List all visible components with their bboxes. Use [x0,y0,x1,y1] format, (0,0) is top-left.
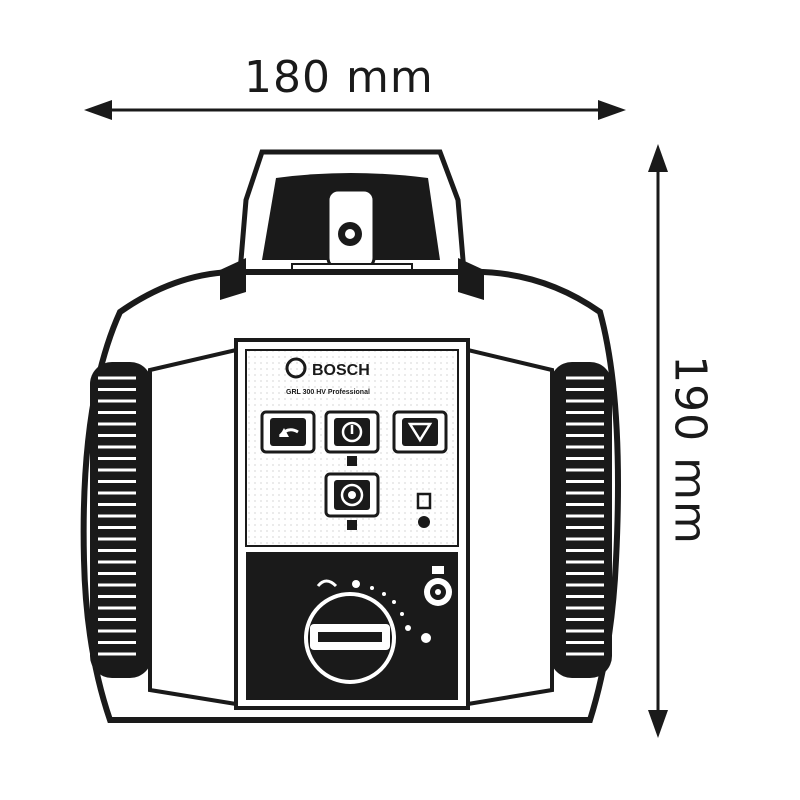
rotating-head [235,149,469,299]
brand-label: BOSCH [312,362,370,379]
dial-scale [316,579,431,643]
tilt-led [347,520,357,530]
width-dimension-label: 180 mm [244,52,434,103]
unlock-icon [421,633,431,643]
battery-led [418,516,430,528]
transport-lock-icon [316,579,338,588]
left-grip [90,362,152,678]
tilt-button[interactable] [324,472,380,518]
height-dimension-arrow [648,144,668,738]
power-led [347,456,357,466]
power-button[interactable] [324,410,380,454]
width-dimension-arrow [84,100,626,120]
shield-down-icon [407,422,433,443]
rotate-button[interactable] [260,410,316,454]
battery-icon [416,492,432,510]
power-icon [341,421,363,443]
mode-dial[interactable] [304,592,396,684]
tilt-icon [340,483,364,507]
rotate-arrow-icon [278,428,299,437]
jack-socket[interactable] [424,566,452,606]
bosch-logo-icon [285,357,307,379]
shield-button[interactable] [392,410,448,454]
model-label: GRL 300 HV Professional [286,389,370,396]
right-grip [550,362,612,678]
